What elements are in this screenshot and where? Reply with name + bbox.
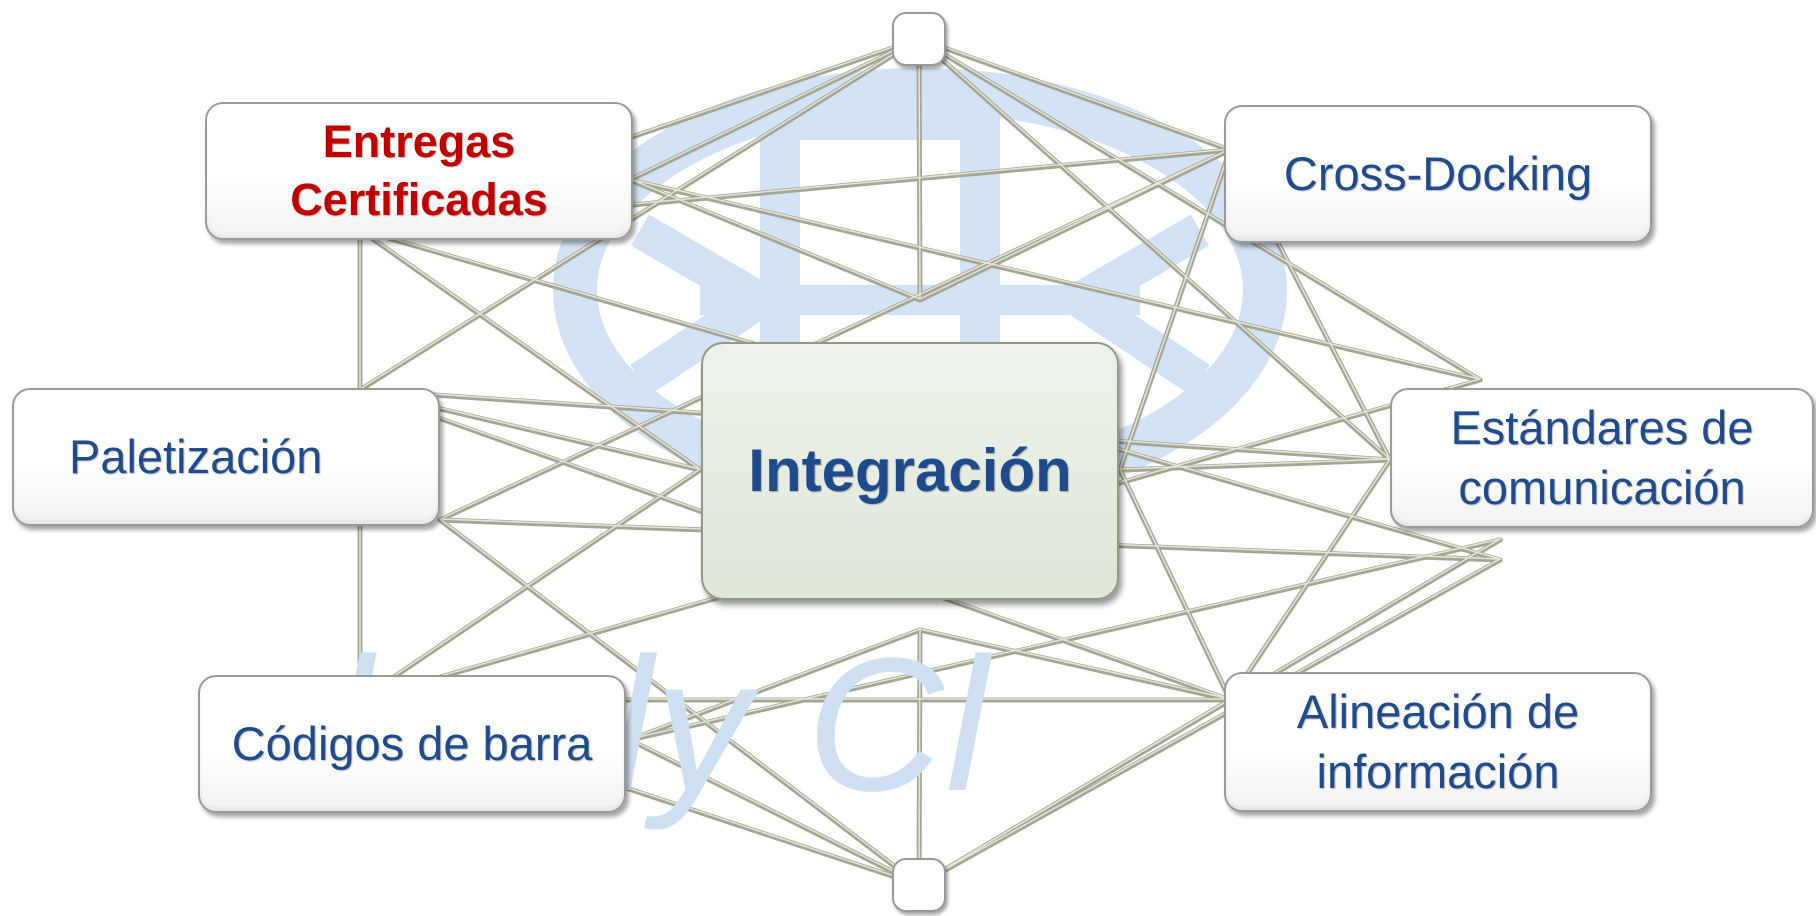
node-label-line: Paletización: [69, 430, 323, 483]
node-label-line: Cross-Docking: [1283, 147, 1593, 200]
connector-line: [916, 537, 1503, 888]
connector-line: [357, 467, 703, 703]
center-label: Integración: [748, 437, 1072, 504]
node-cross-docking: Cross-Docking: [1224, 105, 1652, 243]
connector-highlight: [1119, 468, 1231, 700]
connector-highlight: [629, 738, 920, 885]
connector-highlight: [629, 628, 921, 740]
connector-line: [917, 627, 1233, 703]
node-label: Paletización: [69, 427, 322, 487]
connector-highlight: [918, 37, 1481, 380]
connector-line: [627, 627, 923, 743]
node-codigos-de-barra: Códigos de barra: [198, 675, 626, 813]
connector-highlight: [919, 148, 1231, 300]
node-entregas-certificadas: Entregas Certificadas: [205, 102, 633, 240]
connector-highlight: [629, 37, 920, 180]
node-label: Códigos de barra: [232, 714, 593, 774]
connector-highlight: [918, 538, 1501, 885]
connector-line: [627, 36, 922, 183]
node-label: Cross-Docking: [1284, 144, 1592, 204]
connector-line: [916, 36, 1233, 153]
connector-highlight: [1119, 458, 1391, 470]
connector-line: [627, 737, 922, 888]
connector-highlight: [918, 37, 1231, 150]
connector-highlight: [359, 37, 920, 390]
connector-highlight: [439, 518, 920, 885]
connector-highlight: [629, 538, 1501, 740]
connector-line: [627, 177, 1483, 383]
connector-line: [917, 147, 1233, 303]
node-alineacion-informacion: Alineación de información: [1224, 672, 1652, 812]
node-label-line: información: [1316, 745, 1560, 798]
connector-line: [357, 36, 922, 393]
connector-highlight: [629, 178, 1481, 380]
node-label-line: Alineación de: [1296, 685, 1580, 738]
connector-highlight: [439, 148, 1231, 520]
node-label: Estándares de comunicación: [1450, 398, 1753, 518]
node-label-line: Entregas: [322, 116, 516, 167]
connector-highlight: [359, 468, 701, 700]
connector-highlight: [1229, 458, 1391, 700]
connector-highlight: [918, 37, 921, 300]
node-label-line: Estándares de: [1450, 401, 1754, 454]
top-hub-node: [892, 12, 946, 66]
connector-highlight: [629, 178, 921, 300]
bottom-hub-node: [892, 858, 946, 912]
connector-highlight: [918, 558, 1501, 885]
node-integracion-center: Integración: [701, 342, 1119, 600]
node-estandares-comunicacion: Estándares de comunicación: [1390, 388, 1814, 528]
connector-line: [357, 227, 703, 473]
connector-line: [916, 36, 1483, 383]
node-paletizacion: Paletización: [12, 388, 440, 526]
connector-highlight: [918, 628, 921, 885]
connector-highlight: [359, 228, 701, 470]
node-label-line: comunicación: [1458, 461, 1746, 514]
connector-line: [916, 557, 1503, 888]
connector-highlight: [918, 37, 1391, 460]
node-label: Entregas Certificadas: [290, 113, 548, 229]
connector-highlight: [919, 628, 1231, 700]
connector-highlight: [1119, 148, 1231, 470]
node-label: Alineación de información: [1297, 682, 1579, 802]
node-label-line: Certificadas: [290, 174, 548, 225]
node-label-line: Códigos de barra: [231, 717, 593, 770]
